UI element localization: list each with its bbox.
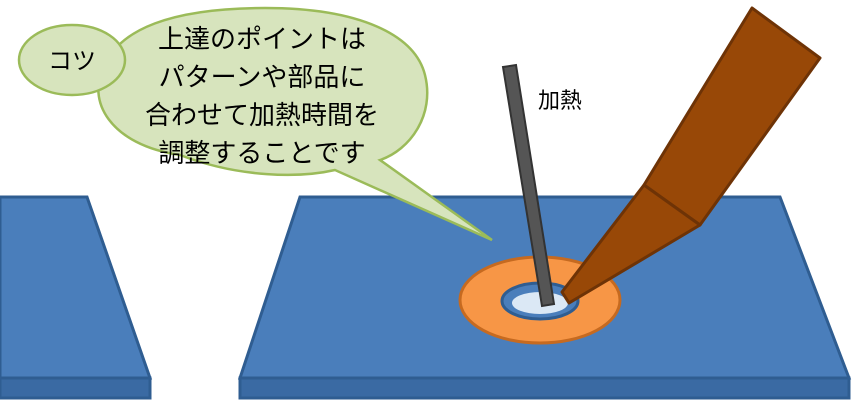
- right-board-side: [238, 376, 851, 400]
- tip-badge-label: コツ: [48, 47, 96, 75]
- tip-badge: コツ: [17, 23, 127, 97]
- tip-badge-shape: [17, 23, 127, 97]
- soldering-iron-icon: [560, 6, 822, 305]
- speech-line-1: 上達のポイントは: [158, 25, 366, 55]
- solder-wire-icon: [501, 63, 556, 308]
- speech-bubble: 上達のポイントは パターンや部品に 合わせて加熱時間を 調整することです: [97, 6, 493, 242]
- speech-line-2: パターンや部品に: [159, 63, 366, 93]
- left-board-top: [0, 195, 153, 380]
- iron-body: [642, 6, 822, 227]
- left-board: [0, 195, 153, 400]
- pad-hole: [512, 292, 568, 314]
- iron-tip: [560, 183, 702, 305]
- speech-line-3: 合わせて加熱時間を: [145, 101, 379, 131]
- left-board-side: [0, 376, 152, 400]
- speech-line-4: 調整することです: [158, 139, 365, 169]
- heating-label: 加熱: [538, 89, 582, 114]
